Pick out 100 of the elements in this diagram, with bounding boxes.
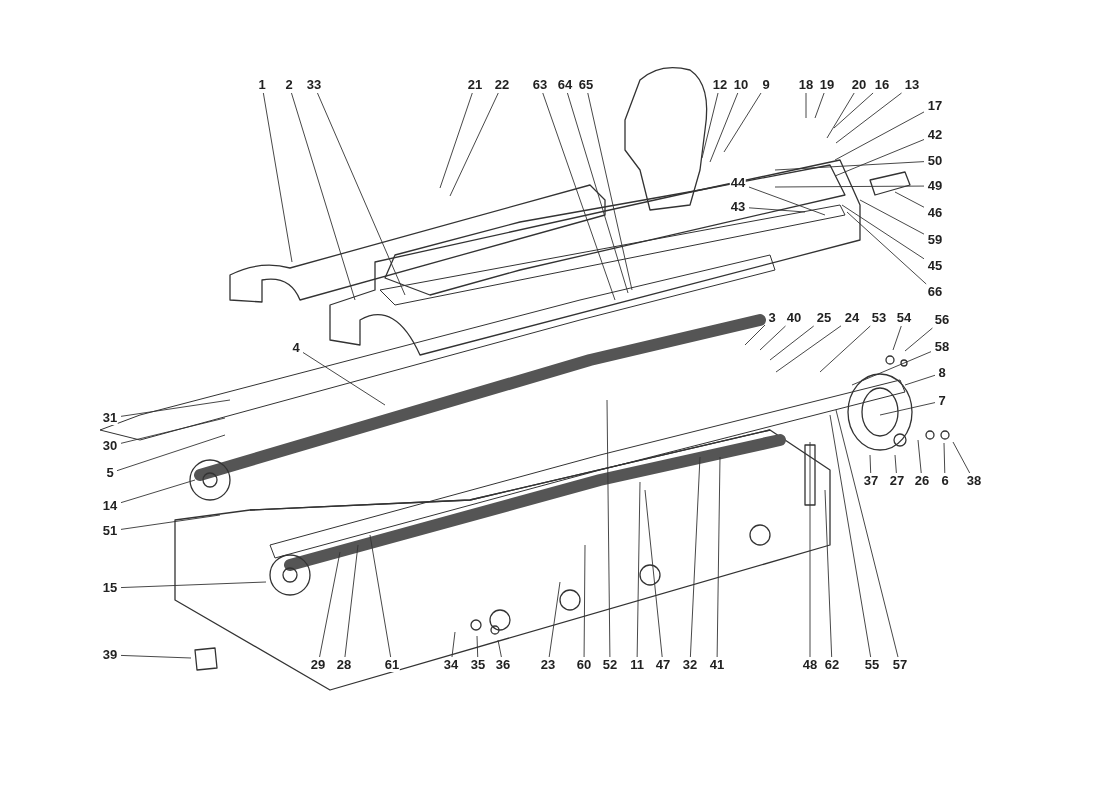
callout-number: 56 [933,313,951,327]
callout-number: 45 [926,259,944,273]
leader-line [769,325,815,361]
callout-number: 17 [926,99,944,113]
leader-line [566,92,629,294]
leader-line [497,639,502,658]
leader-line [775,325,842,373]
callout-number: 1 [257,78,267,92]
leader-line [744,324,766,346]
leader-line [716,456,721,658]
callout-number: 49 [926,179,944,193]
callout-number: 41 [708,658,726,672]
callout-number: 11 [629,658,645,672]
leader-line [841,204,925,260]
leader-line [833,92,874,129]
leader-line [701,92,719,159]
leader-line [120,479,196,504]
leader-line [805,92,807,119]
leader-line [894,454,897,474]
leader-line [834,111,925,161]
callout-number: 27 [888,474,906,488]
callout-number: 33 [305,78,323,92]
callout-number: 66 [926,285,944,299]
leader-line [759,325,786,351]
leader-line [834,139,925,177]
leader-line [824,489,833,658]
leader-line [120,514,221,530]
callout-number: 26 [913,474,931,488]
callout-number: 52 [601,658,619,672]
leader-line [859,199,925,235]
leader-line [120,654,192,659]
callout-number: 40 [785,311,803,325]
leader-line [814,92,825,119]
leader-line [439,92,473,189]
callout-number: 64 [556,78,574,92]
callout-number: 44 [729,176,747,190]
leader-line [846,211,927,285]
leader-line [723,92,762,153]
callout-number: 14 [101,499,119,513]
callout-number: 60 [575,658,593,672]
leader-line [587,92,633,291]
callout-number: 50 [926,154,944,168]
leader-line [449,92,499,197]
leader-line [904,374,936,386]
leader-line [709,92,739,163]
callout-number: 9 [761,78,771,92]
callout-number: 32 [681,658,699,672]
callout-number: 3 [767,311,777,325]
callout-number: 25 [815,311,833,325]
leader-line [819,325,871,373]
callout-number: 51 [101,524,119,538]
leader-line [879,402,936,416]
leader-line [317,92,406,296]
callout-number: 48 [801,658,819,672]
leader-line [851,351,932,386]
callout-number: 43 [729,200,747,214]
leader-line [302,352,386,406]
callout-number: 30 [101,439,119,453]
callout-number: 54 [895,311,913,325]
leader-line [917,439,922,474]
callout-number: 22 [493,78,511,92]
callout-number: 46 [926,206,944,220]
leader-line [952,441,971,474]
callout-number: 58 [933,340,951,354]
callout-number: 21 [466,78,484,92]
callout-number: 62 [823,658,841,672]
leader-line [262,92,293,263]
leader-line [892,325,902,351]
callout-number: 37 [862,474,880,488]
callout-number: 15 [101,581,119,595]
callout-number: 55 [863,658,881,672]
leader-line [120,399,231,417]
callout-number: 2 [284,78,294,92]
leader-line [748,186,826,216]
leader-line [120,581,267,589]
callout-number: 47 [654,658,672,672]
callout-number: 10 [732,78,750,92]
callout-number: 19 [818,78,836,92]
leader-line [120,417,226,444]
callout-number: 38 [965,474,983,488]
leader-line [774,161,925,171]
leader-line [829,414,872,658]
callout-number: 65 [577,78,595,92]
callout-number: 20 [850,78,868,92]
callout-number: 61 [383,658,401,672]
callout-number: 57 [891,658,909,672]
callout-number: 53 [870,311,888,325]
leader-line [826,92,855,139]
callout-number: 31 [101,411,119,425]
leader-line [291,92,356,301]
leader-line [644,489,663,658]
callout-number: 24 [843,311,861,325]
leader-line [689,456,701,658]
leader-line [116,434,226,472]
callout-number: 4 [291,341,301,355]
callout-number: 7 [937,394,947,408]
leader-line [476,635,479,658]
leader-line [904,327,933,352]
callout-number: 18 [797,78,815,92]
callout-number: 13 [903,78,921,92]
